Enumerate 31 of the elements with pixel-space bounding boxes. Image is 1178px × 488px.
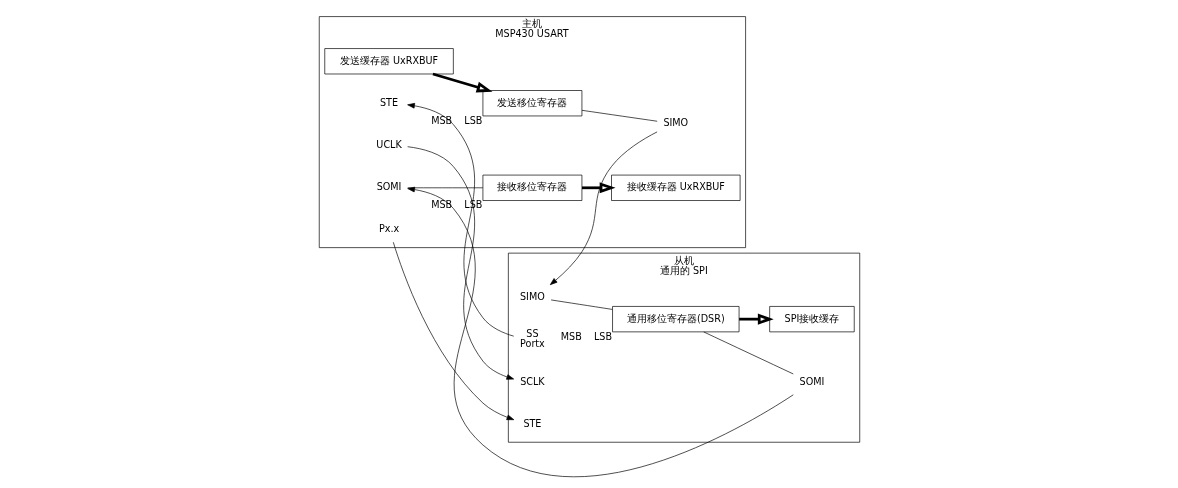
node-text: SOMI (799, 375, 824, 387)
node-text: SOMI (376, 181, 401, 193)
arrow (549, 131, 657, 286)
arrow (738, 313, 774, 325)
arrow (581, 182, 615, 194)
node-text: SIMO (519, 290, 545, 302)
node-box: 通用移位寄存器(DSR) (611, 306, 739, 333)
connector (702, 331, 794, 375)
node-text: UCLK (375, 139, 402, 151)
node-text: SIMO (662, 117, 688, 129)
node-label: MSB LSB (430, 199, 482, 211)
node-label: MSB LSB (560, 330, 612, 342)
connector (581, 109, 658, 122)
node-text: STE (379, 97, 398, 109)
node-text: SS Portx (519, 328, 545, 350)
arrow (432, 72, 492, 93)
node-box: SPI接收缓存 (768, 306, 855, 333)
arrow (406, 186, 794, 477)
node-box: 发送缓存器 UxRXBUF (323, 48, 454, 75)
node-text: SCLK (519, 375, 545, 387)
arrow (406, 103, 514, 337)
node-box: 发送移位寄存器 (482, 90, 582, 117)
connector (406, 187, 483, 189)
arrow (392, 241, 514, 421)
arrow (406, 146, 514, 380)
connector (550, 299, 613, 310)
node-text: Px.x (378, 223, 399, 235)
node-label: MSB LSB (430, 114, 482, 126)
node-text: STE (522, 417, 541, 429)
node-box: 接收缓存器 UxRXBUF (610, 174, 740, 201)
node-box: 接收移位寄存器 (482, 174, 582, 201)
